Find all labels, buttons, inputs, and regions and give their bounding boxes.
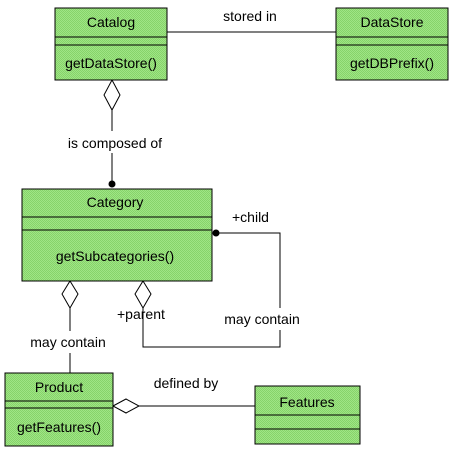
label-self-may-contain: may contain	[224, 311, 299, 327]
class-catalog[interactable]: Catalog getDataStore()	[54, 7, 168, 81]
endpoint-dot-category-child	[212, 229, 220, 237]
class-name-category: Category	[87, 194, 144, 210]
method-datastore-0: getDBPrefix()	[350, 55, 434, 71]
class-product[interactable]: Product getFeatures()	[4, 372, 114, 447]
label-stored-in: stored in	[223, 8, 277, 24]
method-product-0: getFeatures()	[17, 419, 101, 435]
label-parent-role: +parent	[117, 306, 165, 322]
label-product-may-contain: may contain	[30, 334, 105, 350]
class-features[interactable]: Features	[254, 385, 361, 445]
class-name-product: Product	[35, 379, 83, 395]
edge-category-self	[142, 232, 281, 348]
class-category[interactable]: Category getSubcategories()	[21, 188, 213, 282]
aggregation-diamond-catalog	[103, 78, 121, 112]
method-category-0: getSubcategories()	[56, 248, 174, 264]
method-catalog-0: getDataStore()	[65, 55, 157, 71]
class-datastore[interactable]: DataStore getDBPrefix()	[335, 7, 449, 81]
label-child-role: +child	[232, 209, 269, 225]
label-is-composed-of: is composed of	[68, 135, 162, 151]
aggregation-diamond-category-parent	[134, 280, 152, 310]
class-name-features: Features	[279, 394, 334, 410]
class-name-datastore: DataStore	[360, 14, 423, 30]
aggregation-diamond-category-product	[61, 280, 79, 310]
aggregation-diamond-product	[111, 398, 141, 414]
label-defined-by: defined by	[154, 375, 219, 391]
endpoint-dot-category-top	[108, 180, 116, 188]
class-name-catalog: Catalog	[87, 14, 135, 30]
